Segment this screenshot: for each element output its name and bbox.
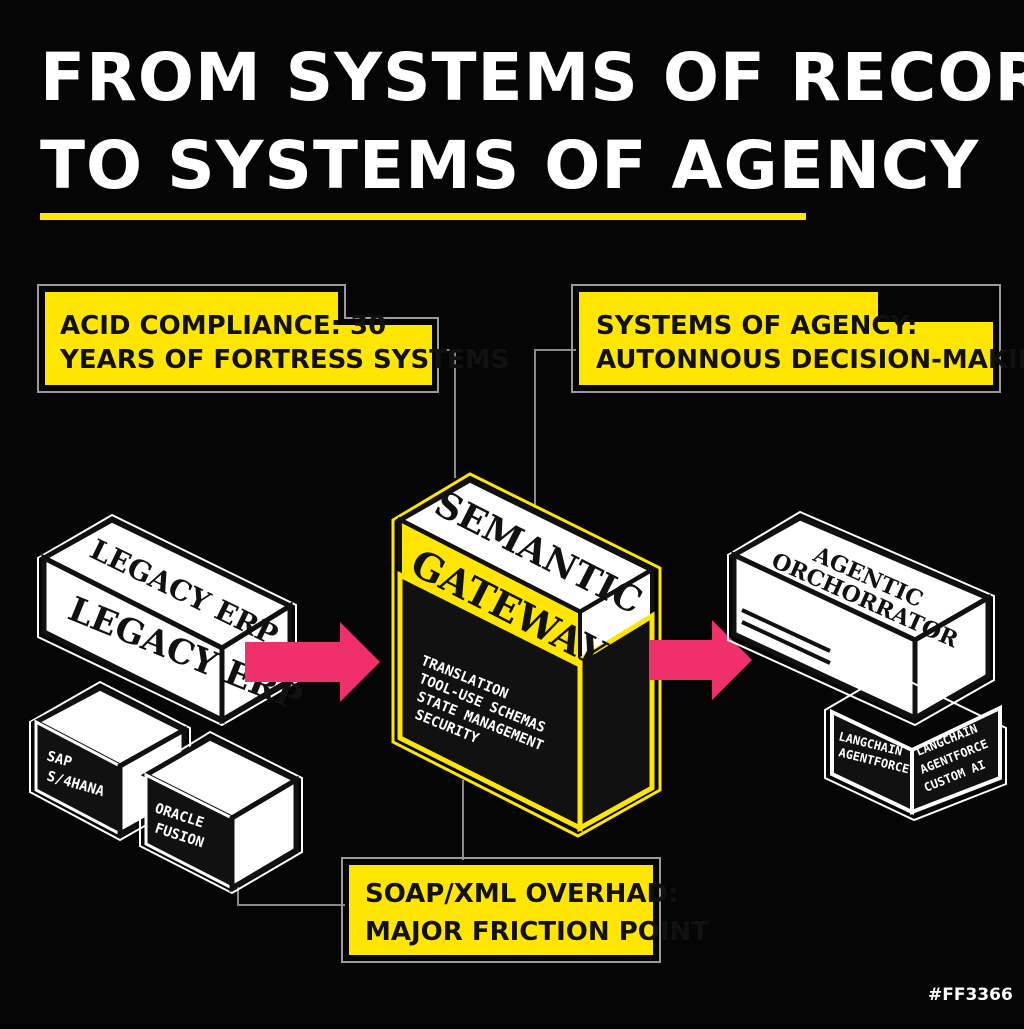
callout-acid-line-1: ACID COMPLIANCE: 30 [60,311,386,341]
color-tag: #FF3366 [928,985,1013,1005]
callout-agency-line-2: AUTONNOUS DECISION-MAKING [596,345,1024,375]
oracle-cube: ORACLE FUSION [139,730,303,895]
callout-soap: SOAP/XML OVERHAD: MAJOR FRICTION POINT [341,857,709,963]
title-line-1: FROM SYSTEMS OF RECORD [40,39,1024,116]
title-line-2: TO SYSTEMS OF AGENCY [40,127,979,204]
connector-acid [432,349,456,478]
title-underline [40,213,806,220]
orchestrator-base: LANGCHAIN AGENTFORCE LANGCHAIN AGENTFORC… [824,670,1007,822]
orchestrator-side-face [912,593,991,723]
callout-acid: ACID COMPLIANCE: 30 YEARS OF FORTRESS SY… [37,284,509,393]
arrow-legacy-to-gateway [245,622,380,702]
sap-cube: SAP S/4HANA [29,680,191,842]
arrow-gateway-to-orchestrator [650,620,752,700]
legacy-erp-block: LEGACY ERP LEGACY ERP [37,513,308,727]
callout-agency: SYSTEMS OF AGENCY: AUTONNOUS DECISION-MA… [571,284,1024,393]
gateway-side-face [577,611,655,833]
agentic-orchestrator-block: AGENTIC ORCHORRATOR [727,510,995,727]
callout-soap-line-1: SOAP/XML OVERHAD: [365,879,679,909]
callout-soap-line-2: MAJOR FRICTION POINT [365,917,709,947]
callout-agency-line-1: SYSTEMS OF AGENCY: [596,311,917,341]
sap-label-line-1: SAP [45,748,74,770]
connector-agency [534,349,576,508]
semantic-gateway-block: SEMANTIC GATEWAY TRANSLATION TOOL-USE SC… [391,472,662,838]
orchestrator-base-right [910,704,1002,815]
callout-acid-line-2: YEARS OF FORTRESS SYSTEMS [59,345,509,375]
